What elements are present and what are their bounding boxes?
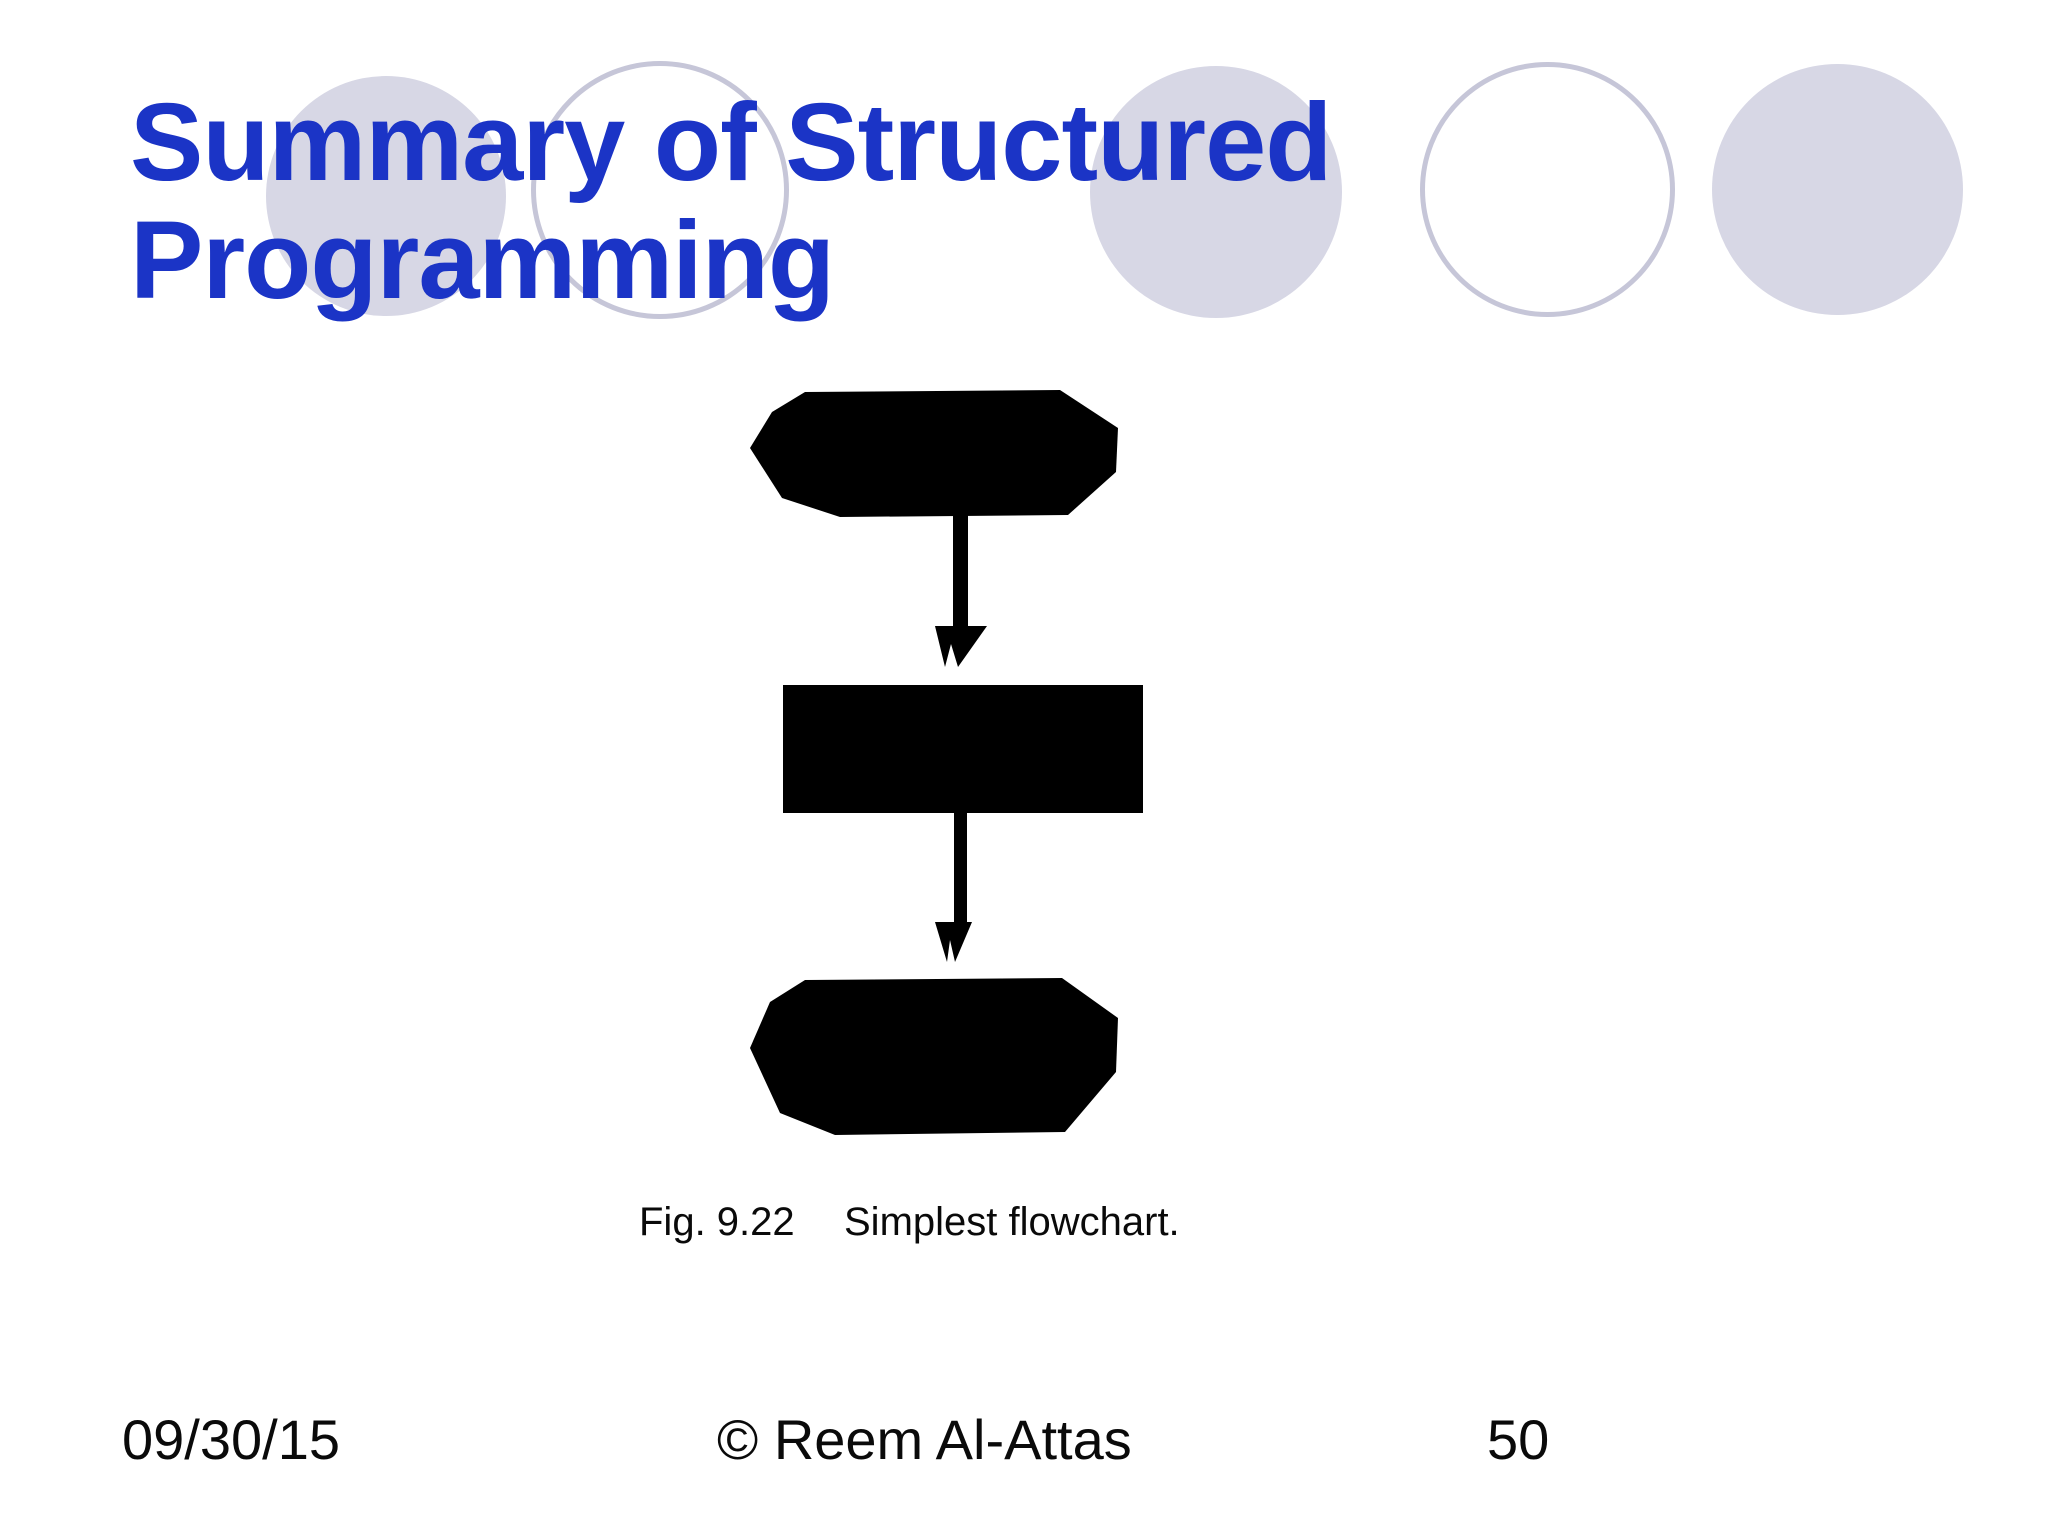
decorative-circle-outlined-2 — [1420, 62, 1675, 317]
footer-copyright: © Reem Al-Attas — [717, 1408, 1132, 1471]
decorative-circle-filled-2 — [1090, 66, 1342, 318]
flowchart-connector-1-arrowhead — [935, 626, 987, 667]
flowchart-end-terminator — [750, 978, 1118, 1135]
flowchart-connector-2-stem — [954, 810, 967, 928]
decorative-circle-filled-1 — [266, 76, 506, 316]
figure-caption-label: Fig. 9.22 — [639, 1200, 795, 1244]
flowchart-action-rectangle — [783, 685, 1143, 813]
footer-date: 09/30/15 — [122, 1408, 340, 1471]
slide-title: Summary of Structured Programming — [130, 84, 1630, 320]
flowchart-connector-2-arrowhead — [935, 922, 972, 962]
slide-title-line-1: Summary of Structured — [130, 81, 1332, 204]
footer-page-number: 50 — [1487, 1408, 1550, 1471]
decorative-circle-filled-3 — [1712, 64, 1963, 315]
flowchart-svg — [750, 390, 1143, 1135]
flowchart-start-terminator — [750, 390, 1118, 517]
decorative-circle-outlined-1 — [531, 61, 789, 319]
flowchart-figure — [750, 380, 1200, 1160]
figure-caption-text: Simplest flowchart. — [844, 1200, 1180, 1244]
flowchart-connector-1-stem — [953, 510, 968, 632]
slide-title-line-2: Programming — [130, 199, 835, 322]
